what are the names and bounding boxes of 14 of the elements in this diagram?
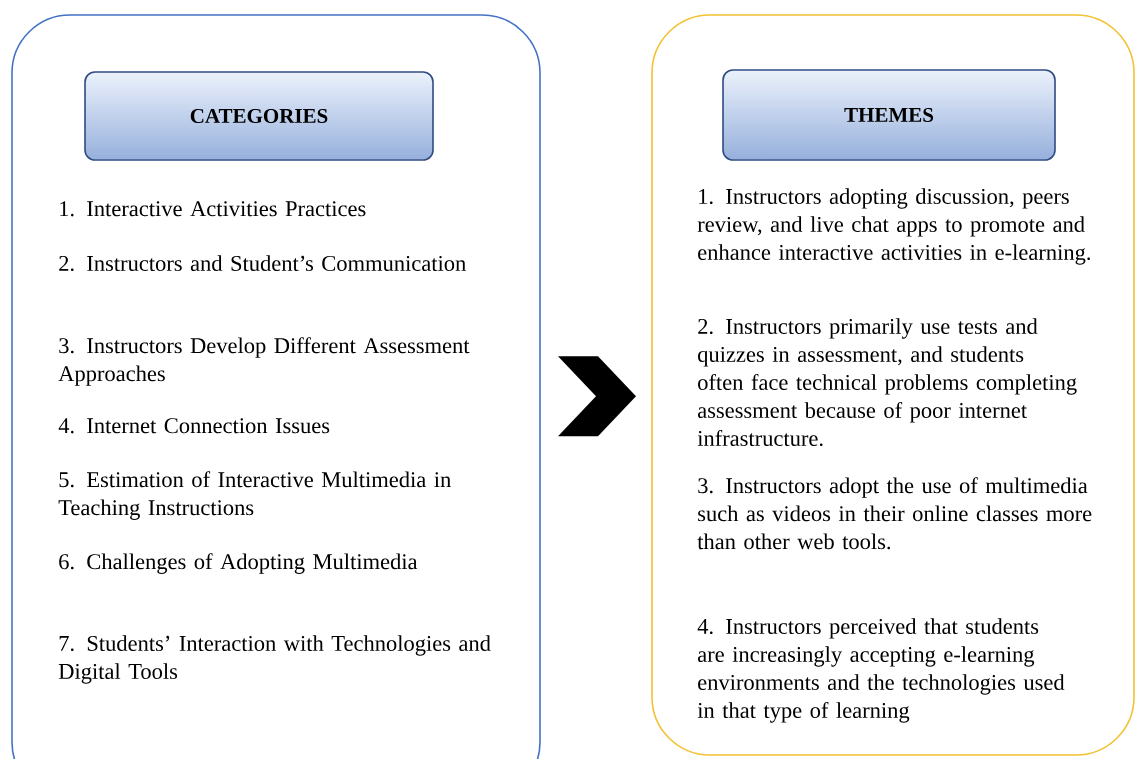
chevron-arrow	[558, 356, 636, 437]
list-item: 6. Challenges of Adopting Multimedia	[59, 553, 418, 574]
list-item: 4. Internet Connection Issues	[58, 418, 330, 434]
list-item: 5. Estimation of Interactive Multimedia in Teaching Instructions	[58, 471, 451, 520]
list-item: 4. Instructors perceived that students are increasingly accepting e-learning environments and the technologies used in that type of learning	[697, 618, 1065, 723]
list-item: 3. Instructors Develop Different Assessment Approaches	[58, 337, 470, 386]
list-item: 2. Instructors and Student’s Communication	[59, 255, 466, 272]
list-item: 1. Instructors adopting discussion, peers review, and live chat apps to promote and enhance interactive activities in e-learning.	[697, 188, 1090, 265]
list-item: 3. Instructors adopt the use of multimedia such as videos in their online classes more than other web tools.	[697, 477, 1092, 550]
list-item: 1. Interactive Activities Practices	[60, 201, 366, 217]
header-box: CATEGORIES	[84, 71, 434, 161]
list-item: 2. Instructors primarily use tests and quizzes in assessment, and students often face technical problems completing assessment because of poor internet infrastructure.	[697, 318, 1077, 447]
header-box: THEMES	[722, 69, 1056, 161]
list-item: 7. Students’ Interaction with Technologies and Digital Tools	[58, 635, 491, 684]
